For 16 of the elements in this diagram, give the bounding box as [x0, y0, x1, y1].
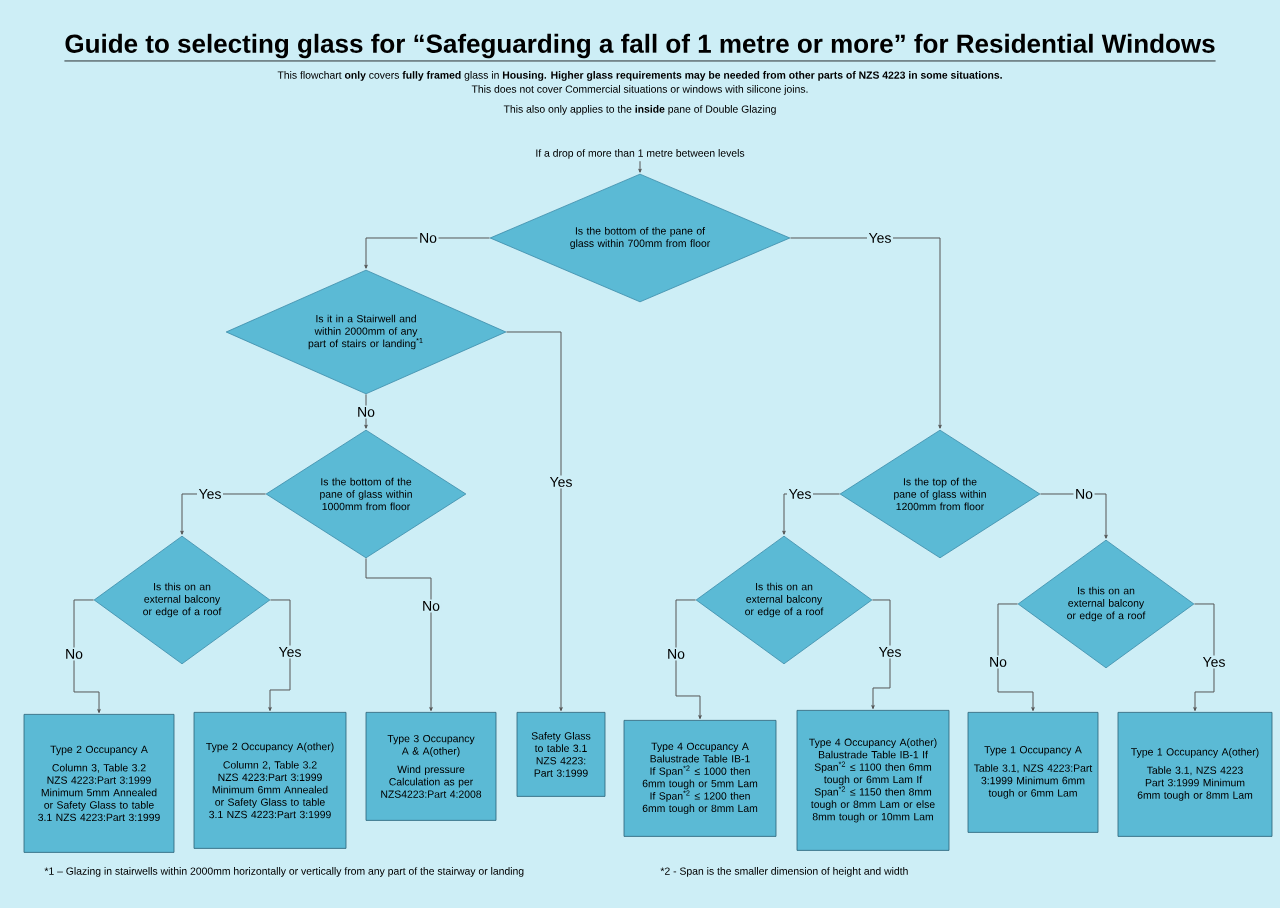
- arrow: [638, 160, 642, 173]
- arrow: [365, 557, 433, 712]
- arrow: [675, 599, 702, 720]
- title: Guide to selecting glass for “Safeguarding a fall of 1 metre or more” for Residential Windows: [64, 33, 1216, 62]
- arrow: [1039, 493, 1108, 539]
- arrow: [268, 599, 291, 712]
- arrow: [73, 599, 101, 714]
- arrow: [364, 393, 368, 429]
- arrow: [997, 603, 1035, 712]
- arrow: [180, 493, 267, 535]
- arrow: [505, 331, 563, 712]
- arrow: [782, 493, 841, 535]
- arrow: [789, 237, 942, 429]
- arrow: [871, 599, 891, 710]
- arrow: [1193, 603, 1215, 712]
- arrow: [364, 237, 491, 269]
